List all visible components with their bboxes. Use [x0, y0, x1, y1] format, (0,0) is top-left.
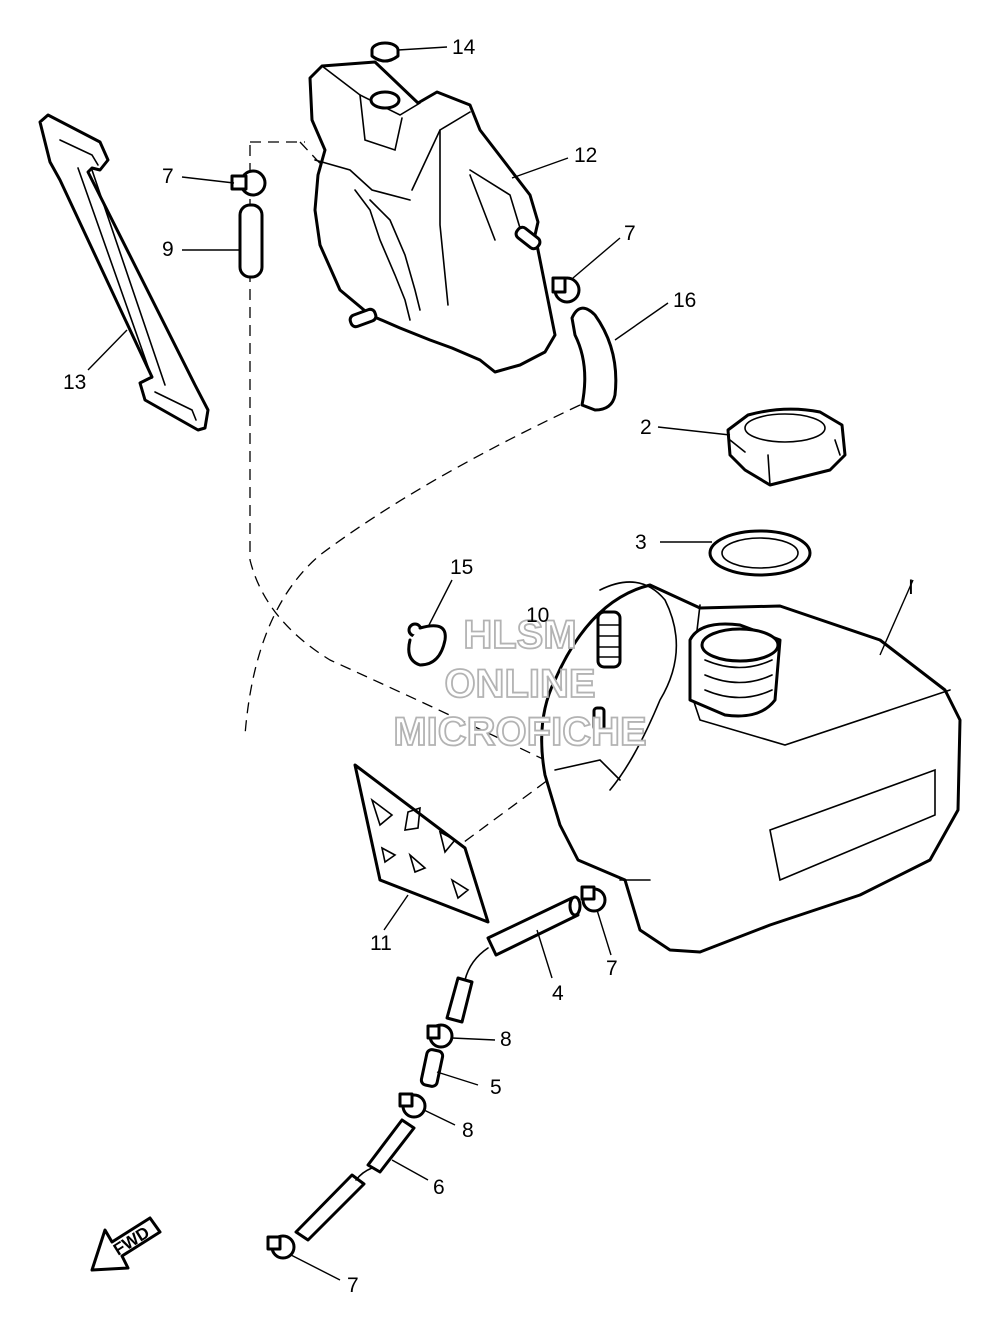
callout-3: 3 [635, 531, 647, 554]
callout-15: 15 [450, 556, 473, 579]
clamp-8-lower [398, 1092, 427, 1119]
fuel-tank-1 [540, 581, 962, 954]
callout-11: 11 [370, 932, 392, 955]
fuel-cap-2 [726, 407, 847, 487]
callout-8-lower: 8 [462, 1119, 474, 1142]
clamp-7-upper [230, 169, 267, 197]
hose-4 [486, 895, 582, 957]
callout-13: 13 [63, 371, 86, 394]
clamp-7-lower-tank [580, 885, 607, 913]
clamp-7-tank [551, 276, 581, 304]
callout-7-bottom: 7 [347, 1274, 359, 1297]
callout-labels: 14 12 7 7 9 16 13 2 3 15 10 I 11 4 7 8 5… [63, 36, 914, 1297]
connector-5 [419, 1048, 445, 1088]
plate-11 [353, 763, 490, 924]
watermark-line-1: HLSM [463, 613, 576, 657]
reservoir-tank-12 [308, 60, 557, 374]
callout-9: 9 [162, 238, 174, 261]
callout-1: I [908, 576, 914, 599]
leader-lines [87, 46, 914, 1281]
fwd-arrow-icon: FWD [90, 1216, 162, 1272]
watermark-line-3: MICROFICHE [393, 710, 646, 754]
callout-7-upper: 7 [162, 165, 174, 188]
cap-14 [370, 41, 400, 63]
callout-7-lower-tank: 7 [606, 957, 618, 980]
clip-15 [407, 622, 447, 667]
strap-13 [38, 113, 210, 432]
watermark-line-2: ONLINE [444, 662, 595, 706]
hose-6 [294, 1118, 416, 1242]
callout-6: 6 [433, 1176, 445, 1199]
clamp-7-bottom [266, 1234, 296, 1260]
callout-16: 16 [673, 289, 696, 312]
gasket-3 [708, 529, 812, 577]
callout-12: 12 [574, 144, 597, 167]
callout-14: 14 [452, 36, 476, 59]
hose-short [445, 976, 474, 1024]
watermark: HLSM ONLINE MICROFICHE [392, 612, 647, 755]
nipple-10 [596, 610, 622, 669]
hose-16 [570, 306, 618, 412]
hose-9 [238, 203, 264, 279]
callout-4: 4 [552, 982, 564, 1005]
callout-2: 2 [640, 416, 652, 439]
callout-7-tank: 7 [624, 222, 636, 245]
callout-5: 5 [490, 1076, 502, 1099]
clamp-8-upper [426, 1023, 454, 1049]
callout-8-upper: 8 [500, 1028, 512, 1051]
callout-10: 10 [526, 604, 549, 627]
